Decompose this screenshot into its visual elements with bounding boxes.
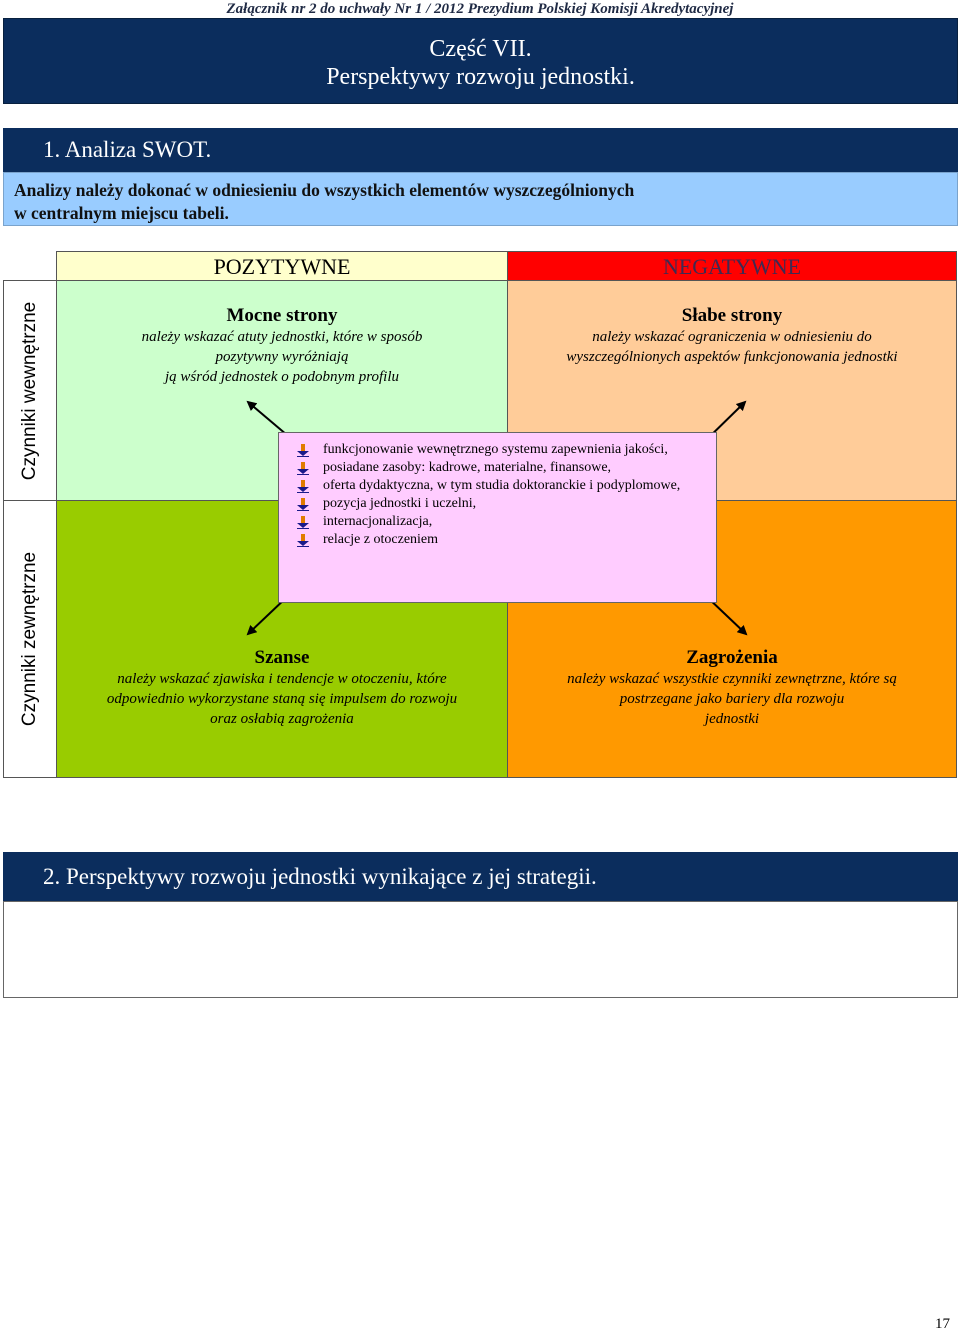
weaknesses-desc-1: należy wskazać ograniczenia w odniesieni… [592,329,872,345]
swot-section-heading: 1. Analiza SWOT. [3,128,958,172]
strengths-desc-1: należy wskazać atuty jednostki, które w … [141,329,423,345]
weaknesses-title: Słabe strony [681,305,783,326]
opportunities-text: Szanse należy wskazać zjawiska i tendenc… [60,647,504,729]
weaknesses-desc-2: wyszczególnionych aspektów funkcjonowani… [566,349,898,365]
header-negative: NEGATYWNE [507,251,957,281]
page-number: 17 [935,1316,950,1332]
swot-factors-box: funkcjonowanie wewnętrznego systemu zape… [278,432,717,603]
opportunities-desc-1: należy wskazać zjawiska i tendencje w ot… [117,671,447,687]
down-arrow-bullet-icon [297,462,309,475]
strengths-desc-3: ją wśród jednostek o podobnym profilu [164,369,400,385]
perspectives-section-heading: 2. Perspektywy rozwoju jednostki wynikaj… [3,852,958,902]
factor-item: oferta dydaktyczna, w tym studia doktora… [297,477,702,495]
factor-item: posiadane zasoby: kadrowe, materialne, f… [297,459,702,477]
factor-item: funkcjonowanie wewnętrznego systemu zape… [297,441,702,459]
factor-item: internacjonalizacja, [297,513,702,531]
down-arrow-bullet-icon [297,498,309,511]
side-text-external: Czynniki zewnętrzne [19,551,40,727]
down-arrow-bullet-icon [297,516,309,529]
header-positive: POZYTYWNE [56,251,508,281]
threats-title: Zagrożenia [686,647,778,668]
attachment-note: Załącznik nr 2 do uchwały Nr 1 / 2012 Pr… [226,1,734,17]
strengths-text: Mocne strony należy wskazać atuty jednos… [90,305,474,387]
factors-list: funkcjonowanie wewnętrznego systemu zape… [297,441,702,549]
side-text-internal: Czynniki wewnętrzne [19,301,40,480]
part-subtitle: Perspektywy rozwoju jednostki. [326,64,635,90]
strengths-title: Mocne strony [226,305,338,326]
down-arrow-bullet-icon [297,444,309,457]
part-title-box: Część VII. Perspektywy rozwoju jednostki… [3,18,958,104]
factor-item: relacje z otoczeniem [297,531,702,549]
opportunities-desc-2: odpowiednio wykorzystane staną się impul… [106,691,458,707]
down-arrow-bullet-icon [297,534,309,547]
side-label-external: Czynniki zewnętrzne [3,500,57,778]
swot-note-line-1: Analizy należy dokonać w odniesieniu do … [14,180,635,200]
factor-item: pozycja jednostki i uczelni, [297,495,702,513]
threats-text: Zagrożenia należy wskazać wszystkie czyn… [520,647,944,729]
part-title: Część VII. [429,36,532,62]
perspectives-content-area [3,901,958,998]
opportunities-title: Szanse [254,647,310,668]
threats-desc-1: należy wskazać wszystkie czynniki zewnęt… [567,671,897,687]
swot-instruction-note: Analizy należy dokonać w odniesieniu do … [3,172,958,226]
side-label-internal: Czynniki wewnętrzne [3,280,57,501]
down-arrow-bullet-icon [297,480,309,493]
swot-note-line-2: w centralnym miejscu tabeli. [14,203,229,223]
weaknesses-text: Słabe strony należy wskazać ograniczenia… [520,305,944,367]
threats-desc-3: jednostki [704,711,760,727]
opportunities-desc-3: oraz osłabią zagrożenia [210,711,354,727]
strengths-desc-2: pozytywny wyróżniają [215,349,349,365]
threats-desc-2: postrzegane jako bariery dla rozwoju [619,691,845,707]
